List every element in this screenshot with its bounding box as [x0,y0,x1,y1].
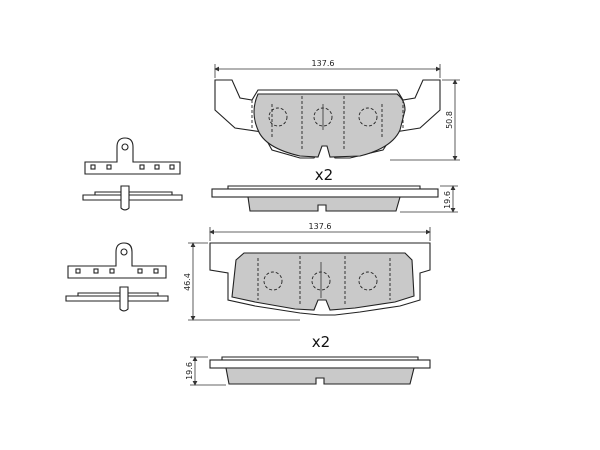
bottom-pad-front-view [209,242,431,316]
clip-2-side-lip [77,292,159,296]
top-pad-side-backing-plate [211,188,439,198]
clip-2-slot [93,268,99,274]
clip-2-slot [153,268,159,274]
bottom-pad-side-shim [221,356,419,360]
top-pad-friction-material [253,93,406,158]
bottom-pad-side-friction-material [225,367,415,385]
bottom-pad-rivet-hidden [263,271,283,291]
top-pad-side-shim [227,185,421,189]
bottom-pad-quantity-label: x2 [312,333,330,351]
spring-clip-1-front-view [84,137,181,175]
clip-2-hole [120,248,128,256]
bottom-pad-rivet-hidden [358,271,378,291]
top-pad-quantity-label: x2 [315,166,333,184]
top-pad-rivet-hidden [358,107,378,127]
clip-2-slot [75,268,81,274]
top-pad-thickness-dimension: 19.6 [400,185,458,213]
bottom-pad-width-dimension: 137.6 [209,222,431,241]
spring-clip-2-side-view [65,286,169,312]
bottom-pad-side-backing-plate [209,359,431,369]
clip-1-slot [169,164,175,170]
bottom-pad-height-label: 46.4 [183,273,192,291]
top-pad-width-label: 137.6 [312,59,335,68]
top-pad-width-dimension: 137.6 [214,59,441,78]
bottom-pad-thickness-label: 19.6 [185,362,194,380]
clip-2-slot [109,268,115,274]
clip-1-slot [139,164,145,170]
top-pad-front-view [214,79,441,159]
bottom-pad-friction-material [231,252,415,311]
clip-2-slot [137,268,143,274]
clip-1-side-plate [82,194,183,201]
top-pad-height-label: 50.8 [445,111,454,129]
clip-2-side-plate [65,295,169,302]
clip-1-side-lip [94,191,173,195]
top-pad-rivet-hidden [268,107,288,127]
top-pad-side-view [211,185,439,212]
bottom-pad-thickness-dimension: 19.6 [185,356,226,386]
clip-1-slot [106,164,112,170]
spring-clip-1-side-view [82,185,183,211]
bottom-pad-width-label: 137.6 [309,222,332,231]
clip-1-side-tab [120,185,130,211]
clip-1-slot [90,164,96,170]
clip-1-slot [154,164,160,170]
top-pad-height-dimension: 50.8 [390,79,460,161]
clip-1-body [84,137,181,175]
clip-2-body [67,242,167,279]
clip-1-hole [121,143,129,151]
top-pad-thickness-label: 19.6 [443,191,452,209]
clip-2-side-tab [119,286,129,312]
spring-clip-2-front-view [67,242,167,279]
top-pad-side-friction-material [247,196,401,212]
bottom-pad-side-view [209,356,431,385]
bottom-pad-height-dimension: 46.4 [183,242,300,321]
